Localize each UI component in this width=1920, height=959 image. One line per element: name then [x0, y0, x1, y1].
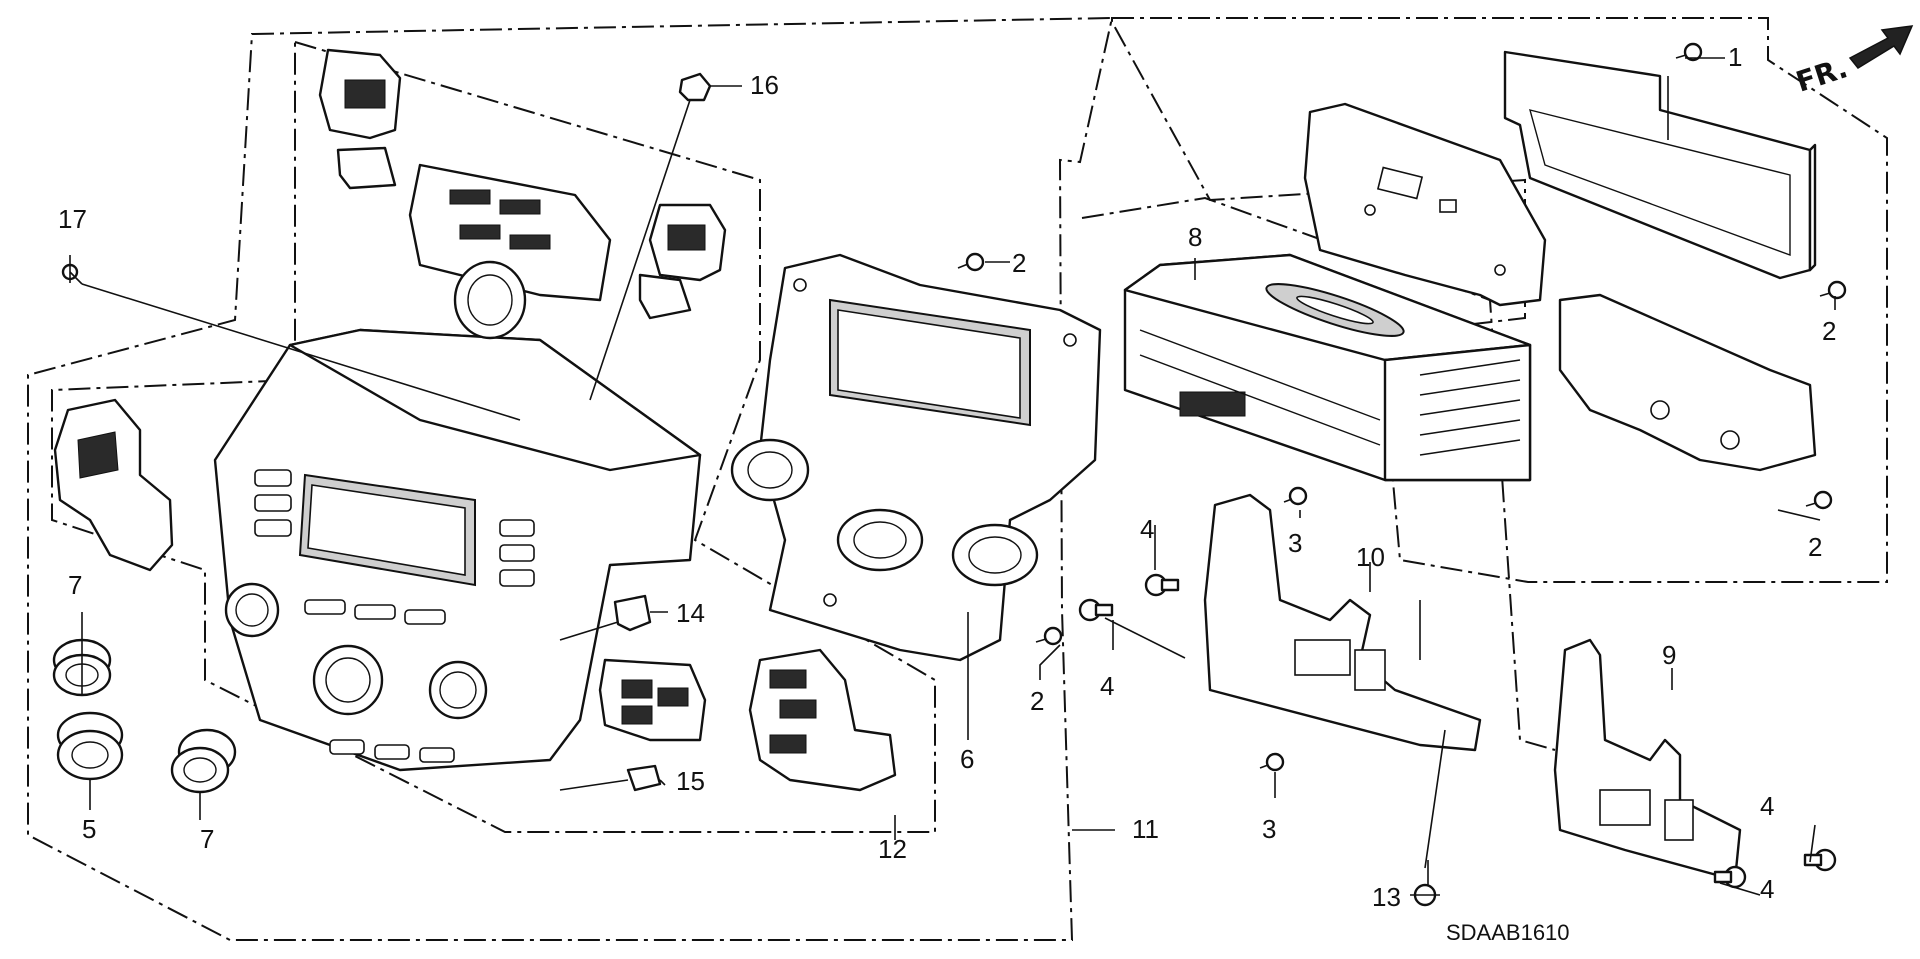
callout-10: 10	[1356, 542, 1385, 572]
callout-12: 12	[878, 834, 907, 864]
callout-8: 8	[1188, 222, 1202, 252]
callout-15: 15	[676, 766, 705, 796]
audio-unit-vents	[1419, 359, 1521, 456]
screw-part-17	[61, 263, 83, 285]
knob-part-5	[56, 711, 124, 781]
group-outline-12	[51, 41, 936, 833]
callout-3-upper: 3	[1288, 528, 1302, 558]
switch-assembly-lower-a	[598, 658, 707, 742]
main-bezel	[213, 328, 702, 772]
switch-assembly-left	[53, 398, 174, 572]
callout-11: 11	[1132, 814, 1159, 844]
callout-2-right-lower: 2	[1808, 532, 1822, 562]
callout-14: 14	[676, 598, 705, 628]
bracket-part-10	[1203, 493, 1482, 752]
callout-2-lower: 2	[1030, 686, 1044, 716]
switch-assembly-center	[408, 163, 612, 340]
callout-16: 16	[750, 70, 779, 100]
screws	[957, 42, 1847, 907]
callout-17: 17	[58, 204, 87, 234]
callout-6: 6	[960, 744, 974, 774]
bracket-part-9	[1553, 638, 1742, 882]
callout-7-upper: 7	[68, 570, 82, 600]
callout-4-middle: 4	[1100, 671, 1114, 701]
bezel-buttons	[254, 469, 535, 763]
knob-part-7-lower	[170, 728, 237, 794]
control-unit-part-6	[730, 253, 1102, 662]
callout-5: 5	[82, 814, 96, 844]
switch-assembly-lower-b	[748, 648, 897, 792]
audio-unit-part-8	[1123, 253, 1532, 482]
callout-2-right-upper: 2	[1822, 316, 1836, 346]
side-plate	[1303, 102, 1547, 307]
right-side-bracket	[1558, 293, 1817, 472]
clip-part-15	[626, 764, 662, 792]
clip-part-16	[678, 72, 712, 102]
callout-labels: 1 2 2 2 2 3 3 4 4 4 4 5 6 7 7 8 9 10 11 …	[58, 42, 1836, 912]
callout-4-upper: 4	[1140, 514, 1154, 544]
leader-lines	[69, 57, 1836, 896]
clip-part-14	[613, 594, 652, 632]
callout-13: 13	[1372, 882, 1401, 912]
switch-assembly-right	[638, 203, 727, 320]
callout-1: 1	[1728, 42, 1742, 72]
callout-7-lower: 7	[200, 824, 214, 854]
group-outline-11	[27, 16, 1114, 941]
switch-assembly-upper-left	[318, 48, 402, 190]
diagram-code: SDAAB1610	[1446, 920, 1570, 945]
callout-9: 9	[1662, 640, 1676, 670]
rear-bracket-part-1	[1503, 50, 1817, 280]
callout-4-right: 4	[1760, 791, 1774, 821]
callout-3-lower: 3	[1262, 814, 1276, 844]
front-direction-arrow: FR.	[1792, 25, 1914, 99]
callout-2-upper: 2	[1012, 248, 1026, 278]
front-direction-label: FR.	[1792, 51, 1852, 98]
callout-4-lower: 4	[1760, 874, 1774, 904]
